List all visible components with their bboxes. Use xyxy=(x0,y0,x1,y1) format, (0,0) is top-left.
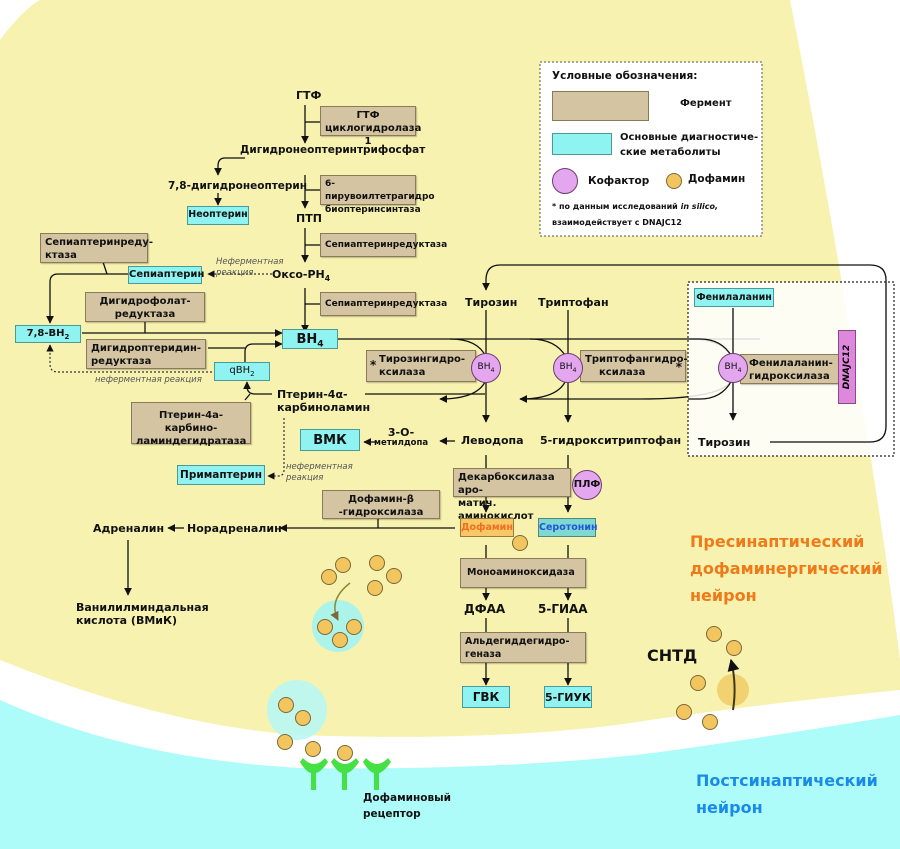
legend-dopamine-label: Дофамин xyxy=(688,173,746,185)
legend-note-line2: взаимодействует с DNAJC12 xyxy=(552,218,682,227)
o-methyldopa-label: 3-O-метилдопа xyxy=(374,426,429,448)
bh4-metabolite[interactable]: BH4 xyxy=(282,329,338,350)
5-hiaa-label: 5-ГИАА xyxy=(538,602,588,616)
nonenzymatic-reaction-label-2: неферментная реакция xyxy=(95,375,202,385)
reuptake-dopamine xyxy=(706,626,722,642)
dopamine-molecule xyxy=(335,557,351,573)
ptp-label: ПТП xyxy=(296,212,322,225)
levodopa-label: Леводопа xyxy=(461,434,524,447)
receptor-2 xyxy=(331,758,359,790)
legend-title: Условные обозначения: xyxy=(552,70,698,82)
tryptophan-hydroxylase-enzyme[interactable]: Триптофангидро-ксилаза* xyxy=(580,350,688,382)
asterisk-marker: * xyxy=(675,360,682,374)
dopamine-molecule-icon xyxy=(512,535,528,551)
dopamine-molecule xyxy=(321,569,337,585)
vesicle-dopamine xyxy=(346,619,362,635)
receptor-1 xyxy=(300,758,328,790)
reuptake-dopamine xyxy=(676,704,692,720)
dopamine-molecule xyxy=(367,580,383,596)
adrenaline-label: Адреналин xyxy=(93,522,165,535)
bh4-cofactor-th: BH4 xyxy=(471,353,501,383)
gtp-label: ГТФ xyxy=(296,89,322,102)
sepiapterin-reductase-enzyme-left[interactable]: Сепиаптеринреду-ктаза xyxy=(40,233,153,263)
aldh-enzyme[interactable]: Альдегиддегидро-геназа xyxy=(460,632,586,663)
sepiapterin-metabolite[interactable]: Сепиаптерин xyxy=(128,266,204,284)
bound-dopamine xyxy=(337,745,353,761)
dnajc12-label: DNAJC12 xyxy=(842,344,852,390)
5-hiaa-acid-metabolite[interactable]: 5-ГИУК xyxy=(544,686,592,708)
dopamine-molecule xyxy=(386,568,402,584)
dihydroneopterin-label: 7,8-дигидронеоптерин xyxy=(168,180,308,192)
phenylalanine-hydroxylase-enzyme[interactable]: Фенилаланин-гидроксилаза xyxy=(740,354,840,384)
bh4-cofactor-pah: BH4 xyxy=(718,353,748,383)
dat-transporter xyxy=(717,674,749,706)
dopac-label: ДФАА xyxy=(464,602,506,616)
sepiapterin-reductase-enzyme-2[interactable]: Сепиаптеринредуктаза xyxy=(320,292,447,316)
sepiapterin-reductase-enzyme-1[interactable]: Сепиаптеринредуктаза xyxy=(320,233,447,257)
dihydrobiopterin-metabolite[interactable]: 7,8-BH2 xyxy=(15,325,81,343)
asterisk-marker: * xyxy=(370,358,377,372)
postsynaptic-neuron-shape xyxy=(0,700,900,849)
mao-enzyme[interactable]: Моноаминоксидаза xyxy=(460,558,586,588)
dihydroneopterin-triphosphate-label: Дигидронеоптеринтрифосфат xyxy=(240,144,426,156)
legend-cofactor-label: Кофактор xyxy=(588,175,650,187)
pterin-carbinolamine-label: Птерин-4α-карбиноламин xyxy=(277,388,371,414)
bh4-cofactor-tph: BH4 xyxy=(553,353,583,383)
legend-metabolite-line1: Основные диагностиче- xyxy=(620,132,759,143)
plp-cofactor: ПЛФ xyxy=(572,470,602,500)
legend-metabolite-swatch xyxy=(552,133,612,155)
dopamine-receptors xyxy=(300,758,391,790)
neopterin-metabolite[interactable]: Неоптерин xyxy=(187,206,249,225)
released-dopamine xyxy=(278,697,294,713)
released-dopamine xyxy=(277,734,293,750)
dopamine-molecule xyxy=(369,555,385,571)
serotonin-metabolite[interactable]: Серотонин xyxy=(538,518,598,537)
vmk-metabolite[interactable]: ВМК xyxy=(300,429,360,451)
legend-cofactor-icon xyxy=(552,168,578,194)
hva-metabolite[interactable]: ГВК xyxy=(462,686,510,708)
bound-dopamine xyxy=(305,741,321,757)
legend-note-line1: * по данным исследований in silico, xyxy=(552,202,719,211)
aadc-enzyme[interactable]: Декарбоксилаза аро-матич. аминокислот xyxy=(453,468,571,522)
pcd-enzyme[interactable]: Птерин-4а-карбино-ламиндегидратаза xyxy=(131,402,251,447)
tyrosine-label: Тирозин xyxy=(465,296,518,309)
tyrosine-product-label: Тирозин xyxy=(698,436,751,449)
reuptake-dopamine xyxy=(702,714,718,730)
released-dopamine xyxy=(295,710,311,726)
noradrenaline-label: Норадреналин xyxy=(187,522,282,535)
dbh-enzyme[interactable]: Дофамин-β-гидроксилаза xyxy=(322,490,440,519)
5-htp-label: 5-гидрокситриптофан xyxy=(540,434,682,447)
reuptake-dopamine xyxy=(690,675,706,691)
primapterin-metabolite[interactable]: Примаптерин xyxy=(177,465,265,485)
legend-enzyme-label: Фермент xyxy=(680,98,732,109)
receptor-3 xyxy=(363,758,391,790)
reuptake-dopamine xyxy=(726,640,742,656)
oxo-ph4-label: Оксо-PH4 xyxy=(272,268,331,284)
dhfr-enzyme[interactable]: Дигидрофолат-редуктаза xyxy=(85,292,205,322)
dopamine-metabolite[interactable]: Дофамин xyxy=(460,518,514,537)
vesicle-dopamine xyxy=(332,632,348,648)
dat-label: СНТД xyxy=(647,646,698,665)
tyrosine-hydroxylase-enzyme[interactable]: *Тирозингидро-ксилаза xyxy=(366,350,476,382)
legend-dopamine-icon xyxy=(666,173,682,189)
qbh2-metabolite[interactable]: qBH2 xyxy=(214,362,270,381)
legend-enzyme-swatch xyxy=(552,91,649,121)
fusing-vesicle xyxy=(267,680,327,740)
tryptophan-label: Триптофан xyxy=(538,296,609,309)
vesicle-dopamine xyxy=(317,619,333,635)
phenylalanine-metabolite[interactable]: Фенилаланин xyxy=(694,288,774,307)
storage-vesicle xyxy=(312,600,364,652)
dnajc12-protein[interactable]: DNAJC12 xyxy=(838,330,856,404)
legend-metabolite-line2: ские метаболиты xyxy=(620,147,721,158)
dhpr-enzyme[interactable]: Дигидроптеридин-редуктаза xyxy=(86,339,206,369)
